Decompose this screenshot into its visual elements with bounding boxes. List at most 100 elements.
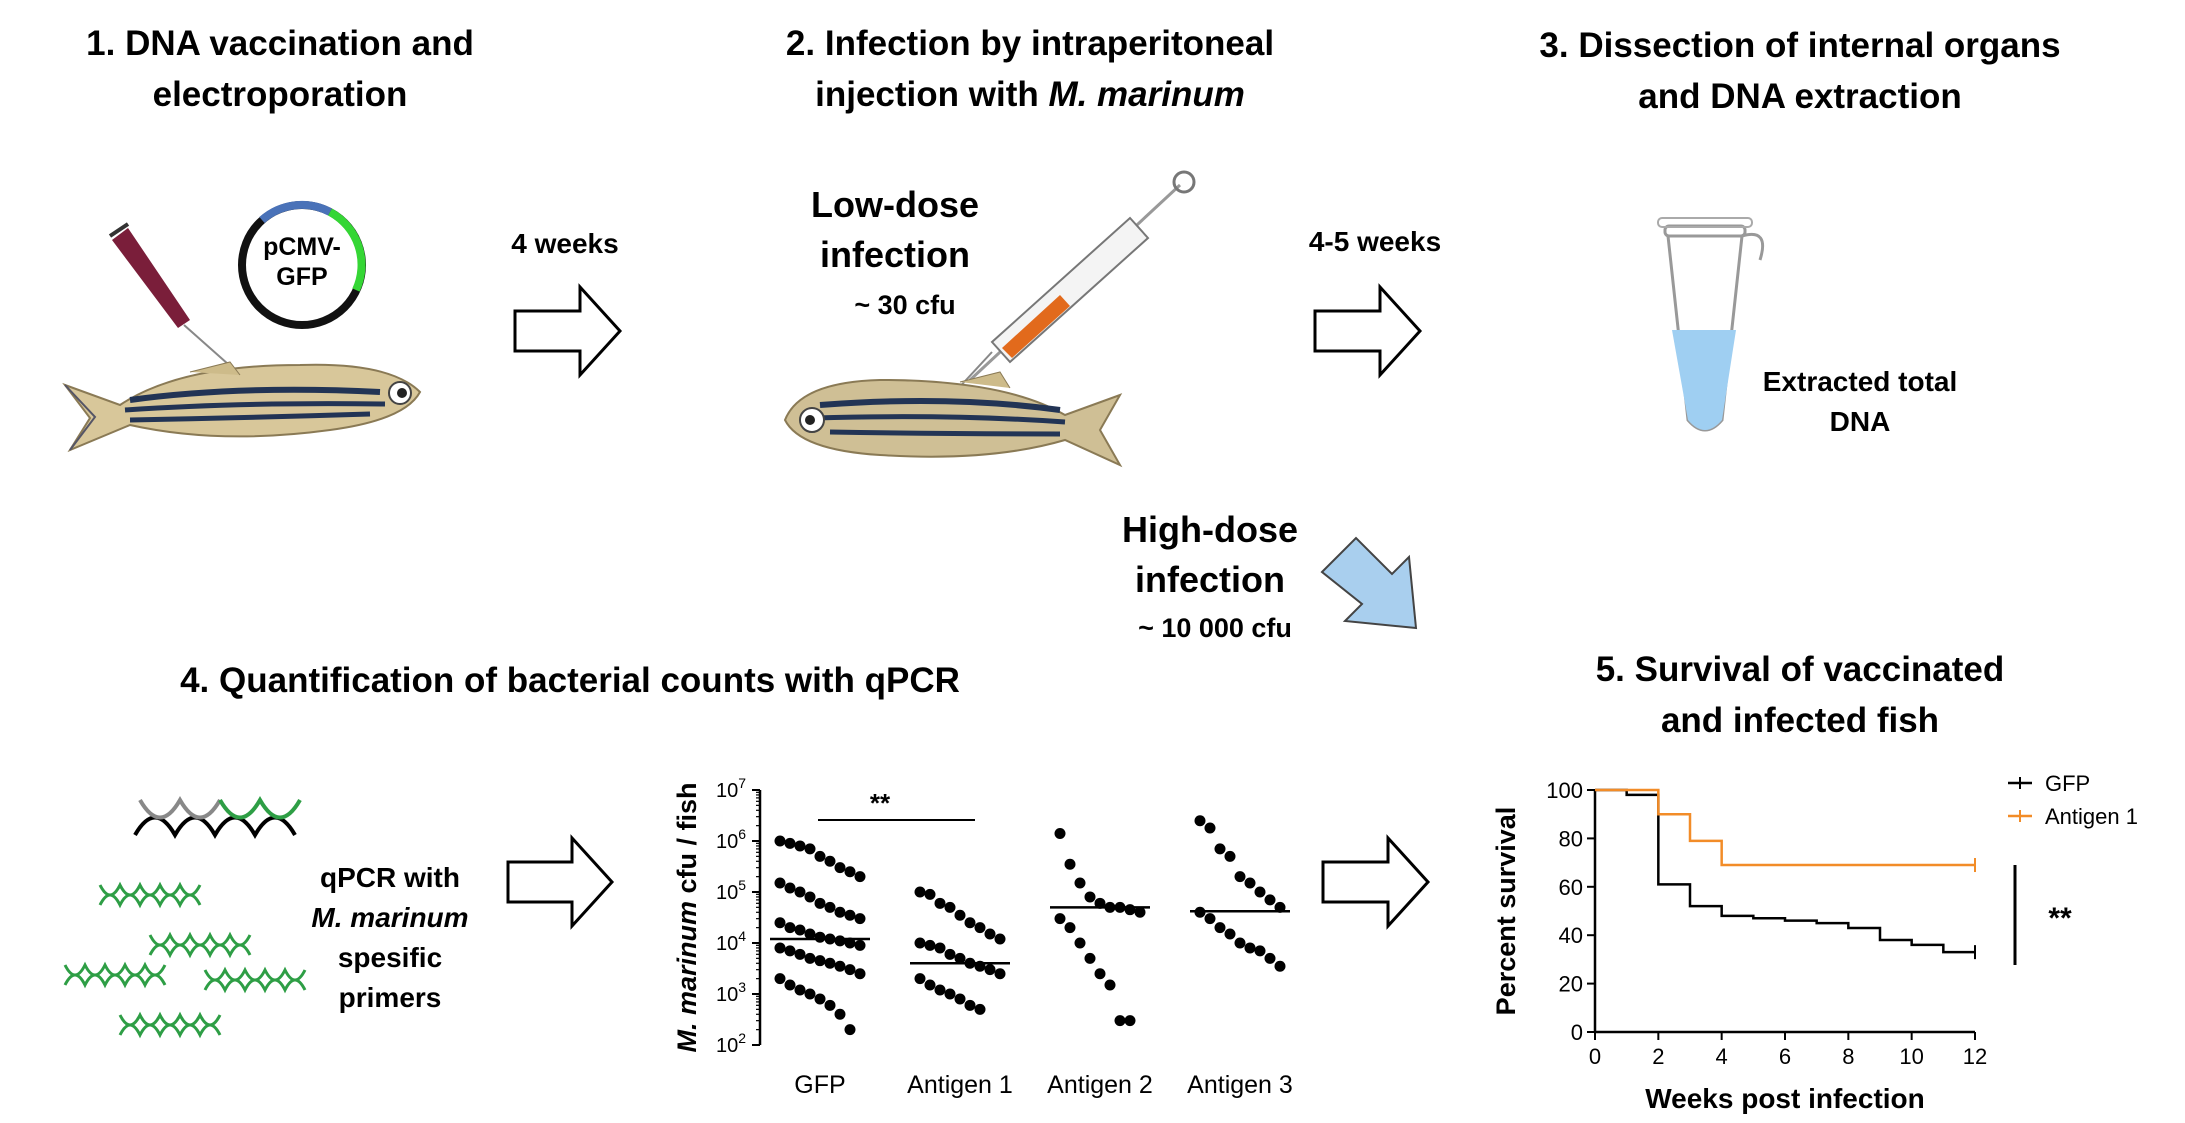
data-point (1254, 886, 1266, 898)
step2-title-line2-prefix: injection with (815, 75, 1049, 114)
data-point (844, 909, 856, 921)
data-point (854, 939, 866, 951)
y-tick-base: 10 (716, 1035, 738, 1057)
y-tick-base: 10 (716, 882, 738, 904)
data-point (1264, 952, 1276, 964)
data-point (924, 888, 936, 900)
data-point (1054, 828, 1066, 840)
zebrafish-icon-2 (783, 371, 1123, 468)
data-point (804, 843, 816, 855)
data-point (854, 871, 866, 883)
data-point (974, 1003, 986, 1015)
y-tick-exponent: 5 (738, 877, 746, 893)
data-point (1234, 937, 1246, 949)
data-point (1084, 891, 1096, 903)
step5-title: 5. Survival of vaccinated and infected f… (1540, 644, 2060, 746)
data-point (1204, 913, 1216, 925)
step5-title-line2: and infected fish (1660, 701, 1940, 740)
dna-helix-icon-large (133, 795, 302, 840)
high-dose-line2: infection (1135, 559, 1285, 600)
data-point (844, 964, 856, 976)
data-point (834, 1008, 846, 1020)
y-tick-exponent: 4 (738, 928, 746, 944)
x-tick-label: 6 (1779, 1044, 1791, 1069)
step2-title-line1: Infection by intraperitoneal (824, 24, 1275, 63)
data-point (814, 850, 826, 862)
data-point (844, 866, 856, 878)
y-tick-label: 106 (716, 826, 746, 853)
step3-title-line2: and DNA extraction (1638, 77, 1962, 116)
data-point (984, 964, 996, 976)
data-point (1064, 922, 1076, 934)
data-point (824, 855, 836, 867)
y-tick-label: 20 (1559, 972, 1583, 997)
low-dose-label: Low-dose infection (780, 180, 1010, 280)
y-tick-base: 10 (716, 933, 738, 955)
y-tick-base: 10 (716, 831, 738, 853)
syringe-icon (954, 170, 1196, 393)
low-dose-line2: infection (820, 234, 970, 275)
y-tick-label: 80 (1559, 826, 1583, 851)
qpcr-line1: qPCR with (320, 862, 460, 893)
y-tick-label: 107 (716, 775, 746, 802)
extracted-dna-label: Extracted total DNA (1745, 362, 1975, 442)
data-point (794, 948, 806, 960)
data-point (784, 945, 796, 957)
data-point (794, 924, 806, 936)
y-tick-exponent: 2 (738, 1030, 746, 1046)
data-point (854, 913, 866, 925)
y-tick-label: 104 (716, 928, 746, 955)
x-category-label: Antigen 1 (907, 1071, 1013, 1099)
y-axis-label-italic: M. marinum (672, 901, 702, 1053)
extracted-line1: Extracted total (1762, 366, 1958, 397)
data-point (824, 957, 836, 969)
data-point (954, 952, 966, 964)
y-tick-label: 102 (716, 1030, 746, 1057)
data-point (804, 891, 816, 903)
data-point (1104, 979, 1116, 991)
data-point (834, 862, 846, 874)
dna-helix-icons-small (63, 881, 307, 1039)
x-tick-label: 10 (1899, 1044, 1923, 1069)
data-point (834, 960, 846, 972)
data-point (804, 988, 816, 1000)
qpcr-line2: M. marinum (311, 902, 469, 933)
y-tick-label: 105 (716, 877, 746, 904)
data-point (944, 988, 956, 1000)
data-point (774, 917, 786, 929)
series-line-0 (1595, 788, 1975, 954)
data-point (844, 937, 856, 949)
extracted-line2: DNA (1829, 406, 1891, 437)
step1-title-line1: DNA vaccination and (125, 24, 474, 63)
y-axis-label-rest: cfu / fish (672, 782, 702, 901)
data-point (804, 952, 816, 964)
data-point (1064, 858, 1076, 870)
step1-title: 1. DNA vaccination and electroporation (20, 18, 540, 120)
data-point (1234, 871, 1246, 883)
data-point (834, 906, 846, 918)
data-point (794, 886, 806, 898)
step2-title-line2-italic: M. marinum (1048, 75, 1245, 114)
data-point (1124, 1015, 1136, 1027)
data-point (924, 939, 936, 951)
data-point (814, 955, 826, 967)
low-dose-cfu: ~ 30 cfu (854, 290, 956, 320)
low-dose-line1: Low-dose (811, 184, 979, 225)
data-point (784, 979, 796, 991)
data-point (814, 931, 826, 943)
data-point (794, 984, 806, 996)
data-point (854, 968, 866, 980)
qpcr-line3: spesific (337, 942, 443, 973)
step4-title: 4. Quantification of bacterial counts wi… (120, 655, 1020, 706)
data-point (1194, 815, 1206, 827)
data-point (1224, 850, 1236, 862)
data-point (1074, 877, 1086, 889)
data-point (1094, 968, 1106, 980)
y-tick-base: 10 (716, 984, 738, 1006)
data-point (814, 897, 826, 909)
y-tick-label: 100 (1546, 778, 1583, 803)
data-point (1254, 945, 1266, 957)
legend-label: Antigen 1 (2045, 804, 2138, 829)
y-tick-exponent: 6 (738, 826, 746, 842)
